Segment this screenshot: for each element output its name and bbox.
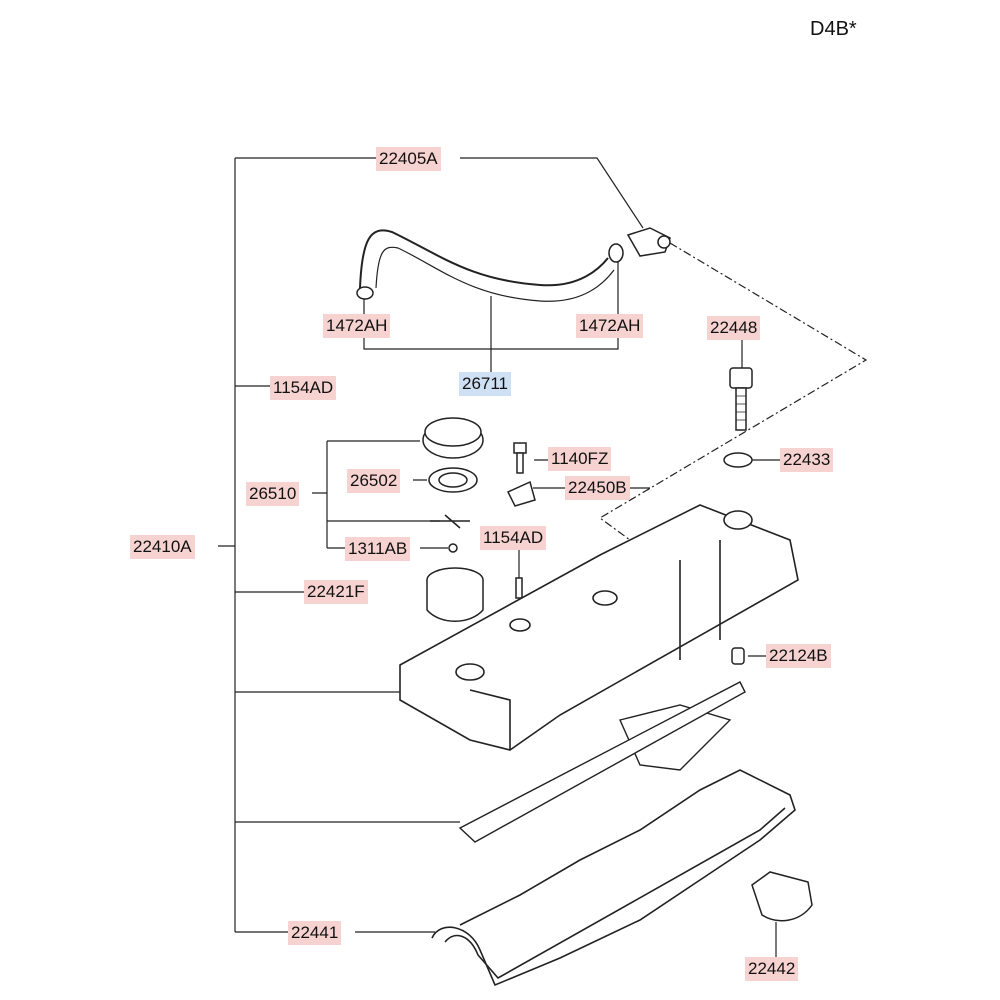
label-1140FZ[interactable]: 1140FZ — [548, 447, 612, 471]
oil-filler-cap — [422, 417, 484, 553]
gasket-22441 — [431, 769, 796, 987]
label-22450B[interactable]: 22450B — [565, 476, 630, 500]
label-22124B[interactable]: 22124B — [766, 644, 831, 668]
label-22410A[interactable]: 22410A — [130, 535, 195, 559]
label-22405A[interactable]: 22405A — [376, 147, 441, 171]
label-26510[interactable]: 26510 — [246, 482, 300, 506]
small-bolts — [506, 442, 753, 665]
pcv-hose — [359, 229, 615, 302]
label-1472AH-right[interactable]: 1472AH — [576, 314, 644, 338]
label-1311AB[interactable]: 1311AB — [345, 537, 411, 561]
rocker-cover — [399, 504, 799, 751]
engine-code: D4B* — [810, 18, 857, 40]
leader-lines — [218, 385, 460, 933]
half-moon-seal-22442 — [751, 871, 813, 922]
baffle-plate — [458, 681, 746, 843]
bracket-26510 — [312, 440, 448, 549]
label-22448[interactable]: 22448 — [707, 316, 761, 340]
label-26711[interactable]: 26711 — [459, 372, 512, 396]
label-22421F[interactable]: 22421F — [304, 580, 368, 604]
label-26502[interactable]: 26502 — [347, 469, 401, 493]
label-22442[interactable]: 22442 — [745, 957, 799, 981]
label-22441[interactable]: 22441 — [288, 921, 342, 945]
label-1472AH-left[interactable]: 1472AH — [323, 314, 391, 338]
hose-clamps — [356, 227, 671, 300]
bolt-22448 — [729, 367, 753, 431]
label-22433[interactable]: 22433 — [780, 448, 834, 472]
label-1154AD-lower[interactable]: 1154AD — [480, 526, 547, 550]
bracket-main — [234, 157, 644, 932]
label-1154AD-upper[interactable]: 1154AD — [270, 376, 337, 400]
